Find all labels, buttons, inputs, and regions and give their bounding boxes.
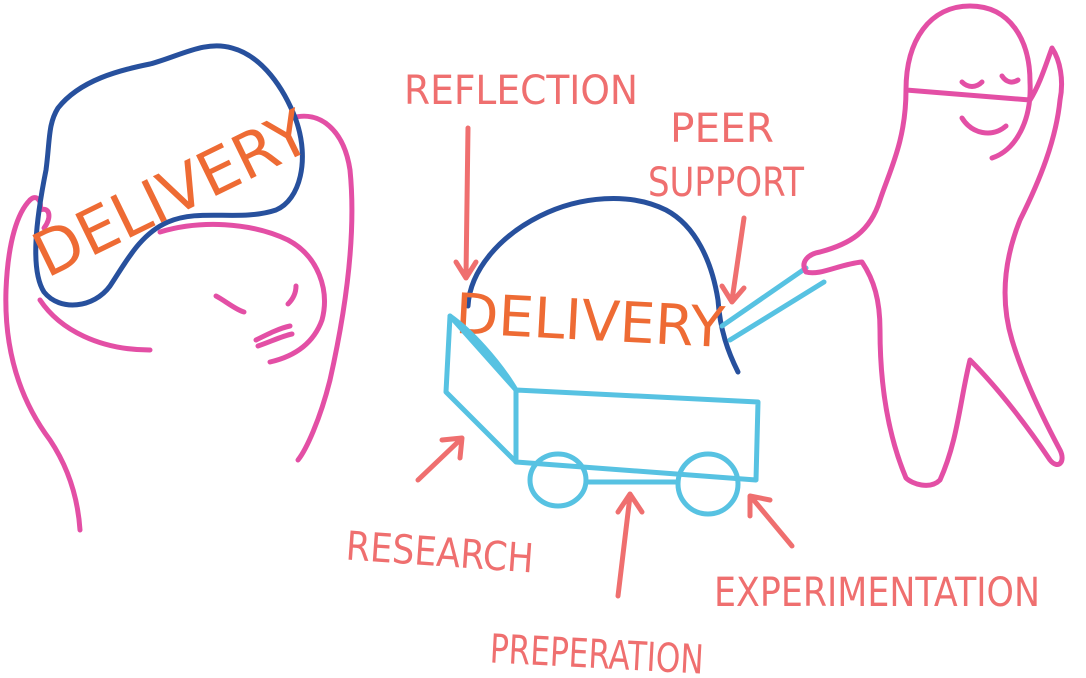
left-figure-body <box>37 297 153 353</box>
label-arrows <box>415 125 795 599</box>
right-figure-eye-left <box>959 79 985 89</box>
center-load-label: DELIVERY <box>454 282 727 361</box>
right-figure-outline <box>801 3 1065 488</box>
left-figure-head <box>157 221 327 365</box>
peer-support-label-line-1: PEER <box>670 106 774 152</box>
research-arrow <box>415 435 465 483</box>
center-load-outline <box>465 196 741 375</box>
reflection-label: REFLECTION <box>404 68 638 114</box>
cart-wheel-front <box>527 451 589 509</box>
cart-lip <box>447 313 519 393</box>
center-load: DELIVERY <box>454 196 741 375</box>
right-figure-smile <box>959 115 1009 136</box>
left-load-outline <box>33 43 305 308</box>
right-figure <box>801 3 1065 488</box>
research-label: RESEARCH <box>344 523 535 582</box>
cart-handle <box>719 265 827 343</box>
peer-support-arrow <box>719 215 747 305</box>
labels: REFLECTION PEER SUPPORT RESEARCH PREPERA… <box>344 68 1040 678</box>
left-figure-mouth <box>253 323 295 349</box>
left-load-label: DELIVERY <box>21 95 321 291</box>
left-load: DELIVERY <box>21 43 322 308</box>
left-figure-eyebrow <box>213 293 247 315</box>
cart <box>443 265 827 517</box>
reflection-arrow <box>453 125 479 281</box>
left-figure-left-arm <box>3 197 83 533</box>
left-figure <box>3 113 355 533</box>
left-figure-right-arm <box>289 113 355 463</box>
cart-wheel-back <box>675 451 741 517</box>
preperation-label: PREPERATION <box>489 626 705 678</box>
experimentation-arrow <box>747 493 795 549</box>
experimentation-label: EXPERIMENTATION <box>714 570 1040 616</box>
left-figure-eye <box>285 283 299 307</box>
right-figure-eye-right <box>999 73 1021 85</box>
preperation-arrow <box>615 491 645 599</box>
peer-support-label-line-2: SUPPORT <box>648 160 804 206</box>
